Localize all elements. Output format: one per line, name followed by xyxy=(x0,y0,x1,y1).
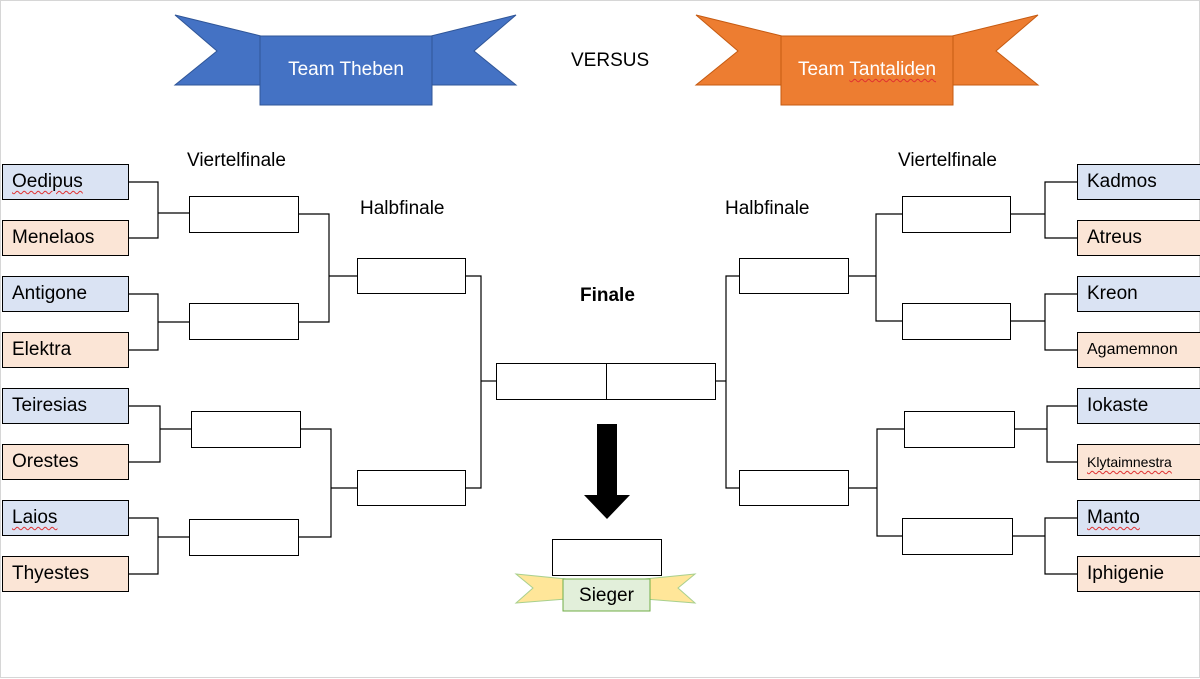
quarterfinal-slot-left[interactable] xyxy=(189,303,299,340)
winner-slot[interactable] xyxy=(552,539,662,576)
semifinal-label-left: Halbfinale xyxy=(360,198,445,219)
right-team-entry: Manto xyxy=(1077,500,1200,536)
left-team-entry: Oedipus xyxy=(2,164,129,200)
right-team-entry: Iokaste xyxy=(1077,388,1200,424)
left-team-entry: Menelaos xyxy=(2,220,129,256)
left-team-entry: Thyestes xyxy=(2,556,129,592)
right-team-entry: Agamemnon xyxy=(1077,332,1200,368)
team-tantaliden-title-a: Team xyxy=(797,59,850,80)
quarterfinal-slot-right[interactable] xyxy=(902,518,1013,555)
right-team-entry: Kreon xyxy=(1077,276,1200,312)
semifinal-slot-right[interactable] xyxy=(739,258,849,294)
left-team-entry: Elektra xyxy=(2,332,129,368)
team-name: Orestes xyxy=(12,451,79,472)
team-name: Agamemnon xyxy=(1087,341,1178,358)
quarterfinal-slot-right[interactable] xyxy=(902,196,1011,233)
winner-label: Sieger xyxy=(579,585,634,606)
left-team-entry: Antigone xyxy=(2,276,129,312)
team-tantaliden-title-b: Tantaliden xyxy=(849,59,937,80)
winner-ribbon xyxy=(514,573,697,612)
quarterfinal-slot-left[interactable] xyxy=(189,519,299,556)
team-name: Laios xyxy=(12,507,58,528)
team-name: Kadmos xyxy=(1087,171,1157,192)
banner-team-tantaliden xyxy=(694,14,1040,106)
team-name: Antigone xyxy=(12,283,88,304)
team-name: Teiresias xyxy=(12,395,87,416)
left-team-entry: Teiresias xyxy=(2,388,129,424)
team-name: Oedipus xyxy=(12,171,83,192)
team-name: Iokaste xyxy=(1087,395,1149,416)
semifinal-label-right: Halbfinale xyxy=(725,198,810,219)
versus-label: VERSUS xyxy=(571,50,650,71)
team-name: Atreus xyxy=(1087,227,1142,248)
right-team-entry: Atreus xyxy=(1077,220,1200,256)
team-tantaliden-title: Team Tantaliden xyxy=(781,59,953,81)
right-team-entry: Iphigenie xyxy=(1077,556,1200,592)
team-name: Klytaimnestra xyxy=(1087,454,1172,470)
banner-team-theben xyxy=(173,14,518,106)
quarterfinal-slot-left[interactable] xyxy=(189,196,299,233)
semifinal-slot-left[interactable] xyxy=(357,258,466,294)
final-slot-left[interactable] xyxy=(496,363,607,400)
connectors-right xyxy=(716,181,1077,575)
team-name: Thyestes xyxy=(12,563,90,584)
team-theben-title: Team Theben xyxy=(288,59,404,80)
right-team-entry: Kadmos xyxy=(1077,164,1200,200)
semifinal-slot-right[interactable] xyxy=(739,470,849,506)
right-team-entry: Klytaimnestra xyxy=(1077,444,1200,480)
quarterfinal-slot-right[interactable] xyxy=(904,411,1015,448)
quarterfinal-label-right: Viertelfinale xyxy=(898,150,997,171)
team-name: Elektra xyxy=(12,339,72,360)
connectors-left xyxy=(129,181,496,575)
final-slot-right[interactable] xyxy=(606,363,716,400)
team-name: Iphigenie xyxy=(1087,563,1165,584)
team-name: Manto xyxy=(1087,507,1140,528)
left-team-entry: Laios xyxy=(2,500,129,536)
left-team-entry: Orestes xyxy=(2,444,129,480)
quarterfinal-label-left: Viertelfinale xyxy=(187,150,286,171)
semifinal-slot-left[interactable] xyxy=(357,470,466,506)
team-name: Menelaos xyxy=(12,227,95,248)
quarterfinal-slot-left[interactable] xyxy=(191,411,301,448)
team-name: Kreon xyxy=(1087,283,1138,304)
final-label: Finale xyxy=(580,285,635,306)
quarterfinal-slot-right[interactable] xyxy=(902,303,1011,340)
down-arrow-icon xyxy=(584,424,630,519)
